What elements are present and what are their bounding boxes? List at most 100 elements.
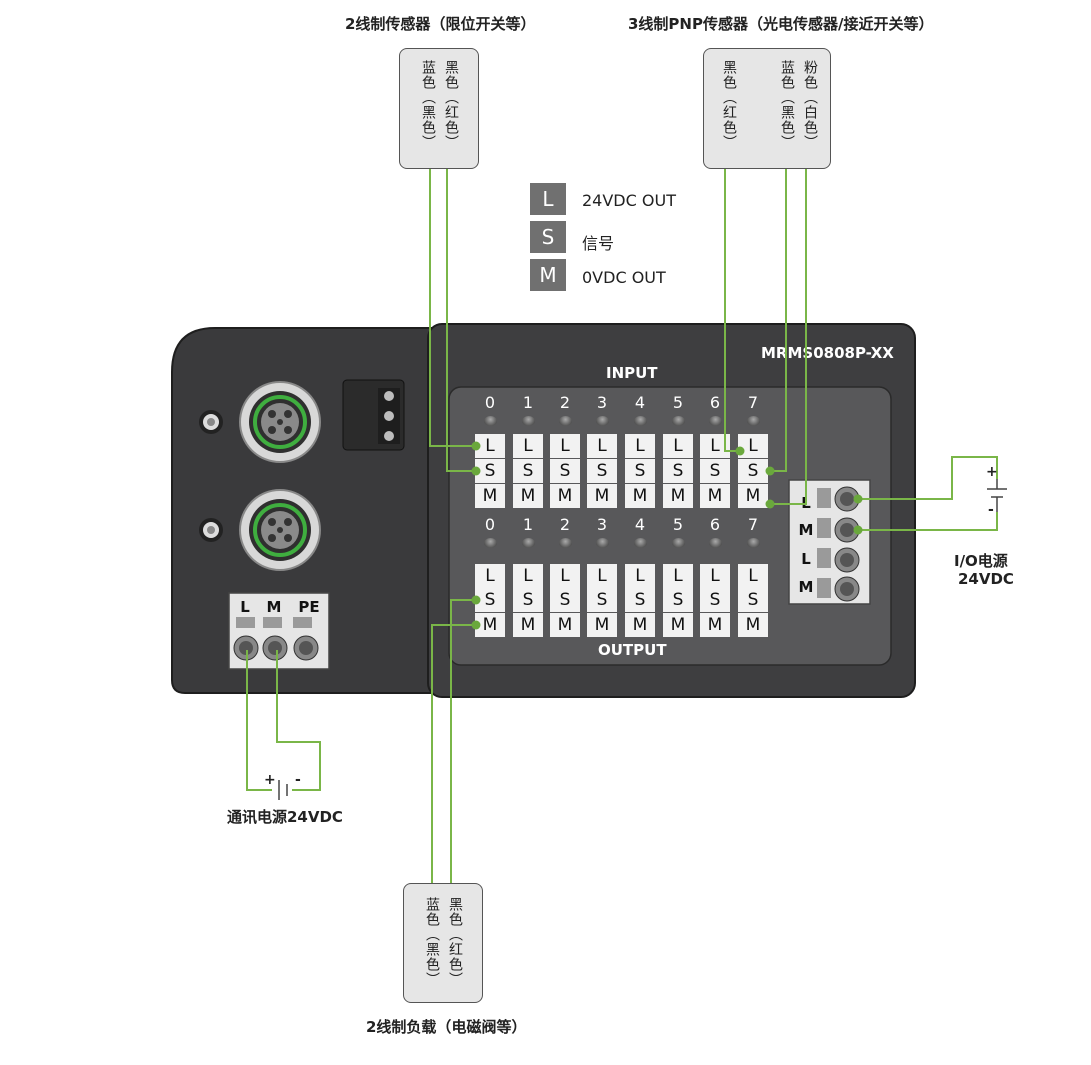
input-terminal-l: L [663,434,693,458]
input-terminal-m: M [513,484,543,508]
input-channel-number: 3 [596,393,608,412]
comm-power-minus-sign: - [295,772,301,788]
io-power-plus-sign: + [986,464,998,480]
wire-io-power-minus [858,512,998,531]
output-terminal-s: S [700,588,730,612]
output-terminal-s: S [587,588,617,612]
output-channel-number: 7 [747,515,759,534]
input-terminal-s: S [700,459,730,483]
status-indicator-block [342,379,405,451]
input-terminal-l: L [587,434,617,458]
io-power-terminal-l2: L [801,550,811,568]
output-channel-number: 1 [522,515,534,534]
output-terminal-m: M [475,613,505,637]
input-terminal-l: L [513,434,543,458]
output-terminal-l: L [475,564,505,588]
wire-dot [471,466,481,476]
wire-two-wire-sensor-l [429,169,476,447]
output-terminal-m: M [587,613,617,637]
wire-pnp-s [770,169,787,472]
input-channel-number: 6 [709,393,721,412]
io-power-label-line2: 24VDC [958,570,1014,588]
output-terminal-s: S [550,588,580,612]
comm-power-plug [228,592,330,670]
output-terminal-s: S [513,588,543,612]
pnp-sensor-box [703,48,831,169]
output-terminal-l: L [625,564,655,588]
input-label: INPUT [606,364,658,382]
two-wire-sensor-wire2: 蓝色（黑色） [420,60,436,150]
wire-dot [471,620,481,630]
output-channel-number: 2 [559,515,571,534]
wire-load-s [431,624,476,883]
input-terminal-s: S [625,459,655,483]
load-caption: 2线制负载（电磁阀等） [366,1018,527,1036]
output-label: OUTPUT [598,641,667,659]
output-channel-number: 5 [672,515,684,534]
output-terminal-l: L [738,564,768,588]
wire-pnp-m [770,169,807,505]
output-terminal-l: L [513,564,543,588]
load-wire2: 蓝色（黑色） [424,897,440,987]
input-channel-number: 5 [672,393,684,412]
wire-dot [471,441,481,451]
comm-power-terminal-pe: PE [298,598,320,616]
output-terminal-m: M [513,613,543,637]
load-box [403,883,483,1003]
output-channel-led-icon [596,538,609,548]
input-terminal-s: S [587,459,617,483]
input-terminal-s: S [475,459,505,483]
input-channel-led-icon [559,416,572,426]
output-terminal-s: S [738,588,768,612]
input-terminal-s: S [738,459,768,483]
input-channel-led-icon [709,416,722,426]
output-channel-number: 3 [596,515,608,534]
output-terminal-l: L [550,564,580,588]
input-channel-led-icon [484,416,497,426]
output-channel-number: 0 [484,515,496,534]
wire-dot [471,595,481,605]
legend-key-m: M [530,259,566,291]
input-channel-led-icon [596,416,609,426]
screw-icon [199,518,223,542]
input-terminal-s: S [663,459,693,483]
io-power-terminal-m1: M [798,521,814,539]
output-terminal-m: M [625,613,655,637]
output-terminal-s: S [663,588,693,612]
input-terminal-m: M [475,484,505,508]
pnp-sensor-wire2: 粉色（白色） [802,60,818,150]
two-wire-sensor-box [399,48,479,169]
wire-dot [735,446,745,456]
output-channel-led-icon [484,538,497,548]
output-channel-led-icon [672,538,685,548]
comm-power-terminal-l: L [240,598,250,616]
wire-dot [853,494,863,504]
input-channel-number: 7 [747,393,759,412]
output-terminal-l: L [587,564,617,588]
comm-power-label: 通讯电源24VDC [227,808,343,826]
output-channel-number: 4 [634,515,646,534]
legend-text-s: 信号 [582,234,615,253]
comm-power-plus-sign: + [264,772,276,788]
wire-comm-power-m [276,650,321,791]
screw-icon [199,410,223,434]
legend-text-l: 24VDC OUT [582,191,676,210]
input-terminal-m: M [625,484,655,508]
pnp-sensor-caption: 3线制PNP传感器（光电传感器/接近开关等） [628,15,934,33]
input-terminal-s: S [513,459,543,483]
output-channel-led-icon [709,538,722,548]
input-terminal-s: S [550,459,580,483]
output-terminal-s: S [625,588,655,612]
input-terminal-l: L [550,434,580,458]
legend-key-s: S [530,221,566,253]
output-channel-led-icon [634,538,647,548]
wire-io-power-plus [858,456,998,500]
output-terminal-m: M [700,613,730,637]
output-terminal-m: M [550,613,580,637]
input-terminal-l: L [625,434,655,458]
output-terminal-l: L [700,564,730,588]
two-wire-sensor-wire1: 黑色（红色） [443,60,459,150]
input-terminal-m: M [550,484,580,508]
input-channel-number: 4 [634,393,646,412]
